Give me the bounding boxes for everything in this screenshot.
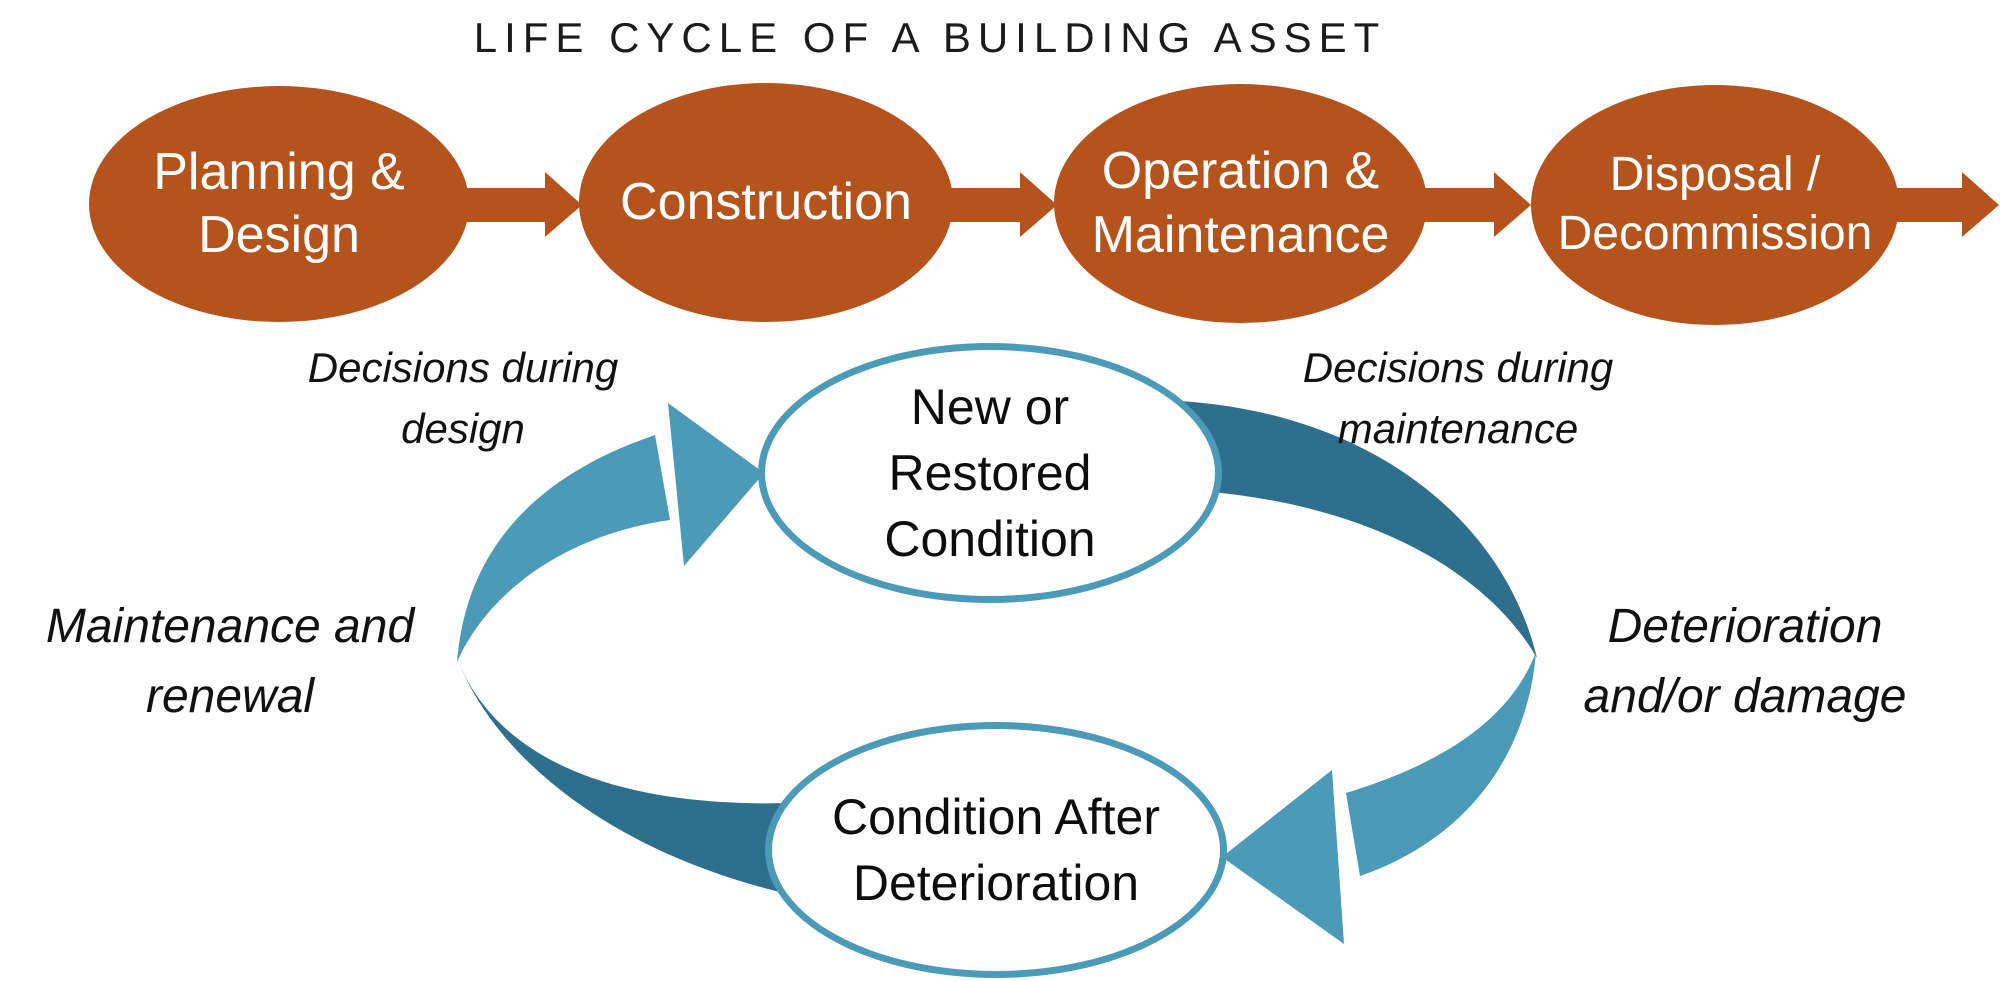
note-decisions-during-design: Decisions during design — [307, 344, 619, 452]
label-deterioration-damage: Deterioration and/or damage — [1583, 600, 1907, 723]
diagram-title: LIFE CYCLE OF A BUILDING ASSET — [473, 14, 1387, 61]
cycle-arrow-maintenance — [457, 435, 670, 662]
stage-ellipse-disposal-decommission: Disposal / Decommission — [1531, 85, 1899, 325]
cycle-arrow-deterioration — [1346, 652, 1536, 876]
flow-arrow-3 — [1424, 172, 1531, 237]
stage-label: Operation & Maintenance — [1091, 142, 1390, 264]
cycle-arrowhead-deterioration — [1222, 770, 1344, 944]
cycle-arc-maintenance-dark — [457, 658, 845, 905]
cycle-arrowhead-maintenance — [668, 403, 764, 566]
stage-label: Construction — [620, 172, 912, 231]
cycle-arc-deterioration-dark — [1155, 400, 1537, 658]
cycle-node-condition-after-deterioration: Condition After Deterioration — [765, 722, 1227, 978]
stage-label: Disposal / Decommission — [1557, 148, 1873, 260]
flow-arrow-1 — [463, 172, 582, 237]
cycle-node-label: Condition After Deterioration — [832, 789, 1160, 911]
label-maintenance-and-renewal: Maintenance and renewal — [45, 600, 415, 723]
flow-arrow-2 — [948, 172, 1057, 237]
cycle-node-label: New or Restored Condition — [884, 379, 1096, 567]
stage-ellipse-construction: Construction — [579, 83, 953, 322]
note-decisions-during-maintenance: Decisions during maintenance — [1302, 344, 1614, 452]
flow-arrow-4 — [1896, 172, 1999, 237]
stage-ellipse-operation-maintenance: Operation & Maintenance — [1054, 84, 1427, 323]
stage-ellipse-planning-design: Planning & Design — [89, 86, 469, 322]
cycle-node-new-or-restored: New or Restored Condition — [758, 343, 1222, 603]
stage-label: Planning & Design — [153, 142, 405, 264]
